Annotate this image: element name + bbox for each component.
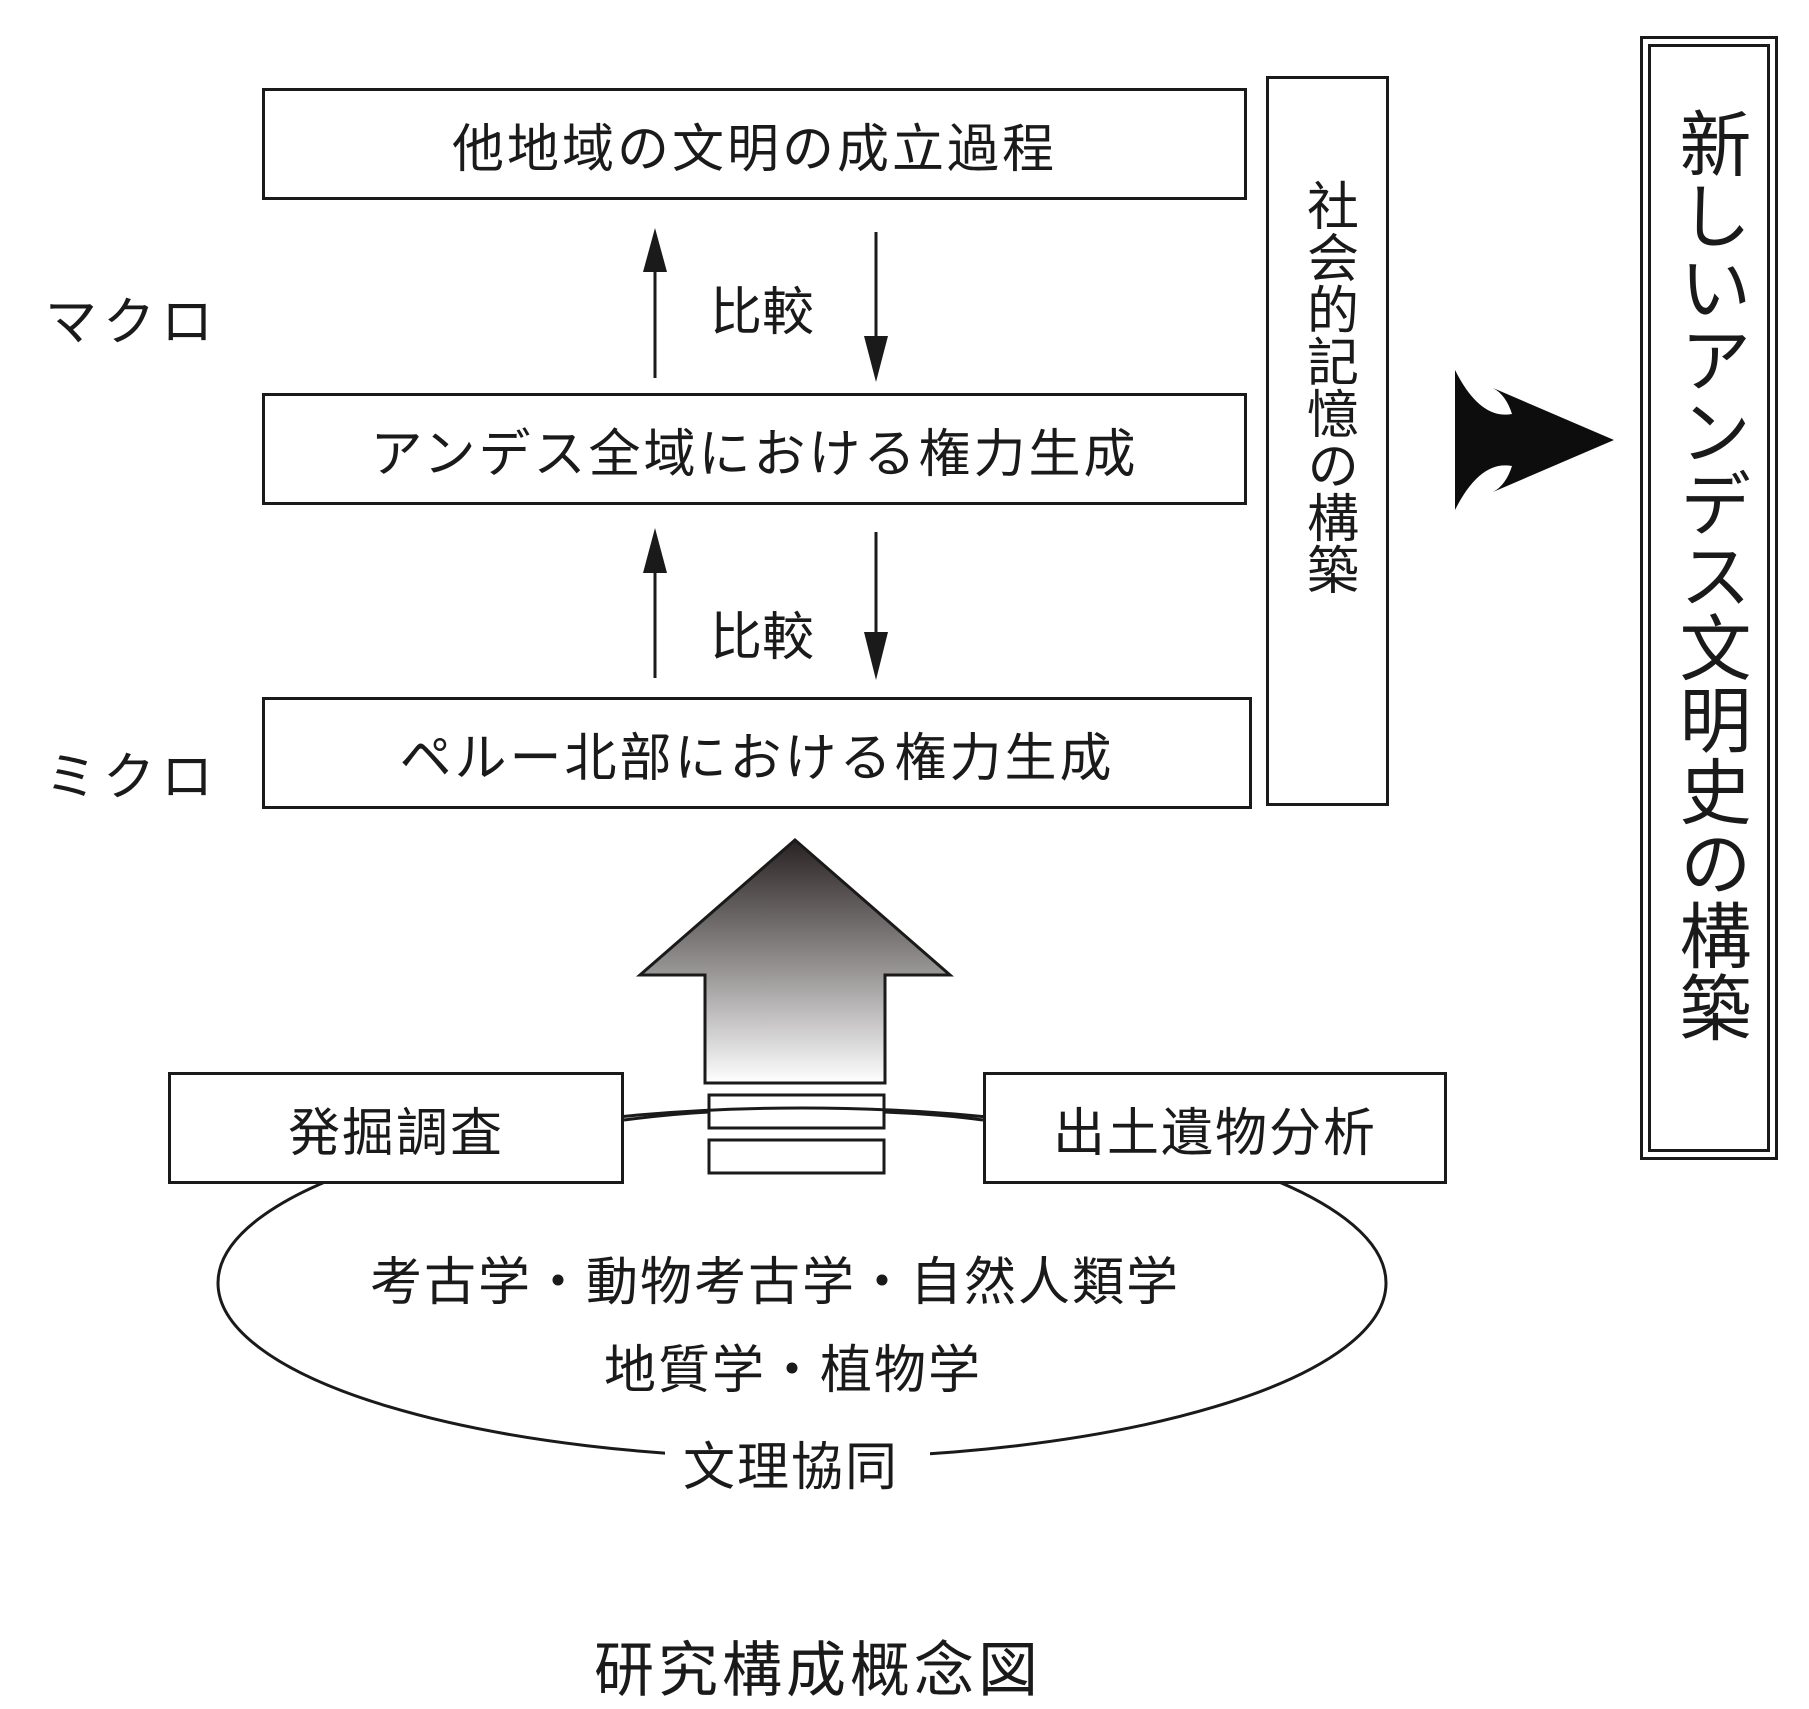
figure-title: 研究構成概念図: [594, 1636, 1042, 1706]
method-box-excavation: 発掘調査: [168, 1072, 624, 1184]
method-box-artifact-analysis-label: 出土遺物分析: [1052, 1103, 1377, 1164]
result-box-outer: 新しいアンデス文明史の構築: [1640, 36, 1778, 1160]
result-box-inner: 新しいアンデス文明史の構築: [1648, 44, 1770, 1152]
box-north-peru-label: ペルー北部における権力生成: [399, 728, 1115, 789]
box-north-peru: ペルー北部における権力生成: [262, 697, 1252, 809]
result-box-label: 新しいアンデス文明史の構築: [1667, 107, 1751, 1043]
lower-compare-arrows: [643, 528, 888, 680]
box-andes-wide-label: アンデス全域における権力生成: [370, 424, 1139, 485]
disciplines-line-2: 地質学・植物学: [604, 1341, 983, 1401]
result-arrow: [1455, 370, 1614, 510]
disciplines-caption: 文理協同: [683, 1438, 900, 1498]
macro-label: マクロ: [45, 293, 220, 353]
disciplines-line-1: 考古学・動物考古学・自然人類学: [370, 1253, 1181, 1313]
upper-down-arrowhead: [864, 336, 888, 382]
compare-label-upper: 比較: [710, 283, 815, 343]
social-memory-label: 社会的記憶の構築: [1297, 179, 1358, 595]
box-andes-wide: アンデス全域における権力生成: [262, 393, 1247, 505]
upper-up-arrowhead: [643, 228, 667, 272]
connector-bar-bottom: [707, 1138, 886, 1175]
connector-line-left: [623, 1110, 710, 1122]
synthesis-up-arrow: [635, 838, 955, 1085]
box-other-regions-label: 他地域の文明の成立過程: [451, 119, 1057, 180]
ellipse-caption-gap: [665, 1425, 930, 1495]
connector-bar-top: [707, 1093, 886, 1130]
compare-label-lower: 比較: [710, 608, 815, 668]
method-box-excavation-label: 発掘調査: [287, 1103, 504, 1164]
box-other-regions: 他地域の文明の成立過程: [262, 88, 1247, 200]
micro-label: ミクロ: [45, 748, 220, 808]
lower-up-arrowhead: [643, 528, 667, 573]
upper-compare-arrows: [643, 228, 888, 382]
method-box-artifact-analysis: 出土遺物分析: [983, 1072, 1447, 1184]
lower-down-arrowhead: [864, 632, 888, 680]
social-memory-box: 社会的記憶の構築: [1266, 76, 1389, 806]
connector-line-right: [883, 1110, 984, 1122]
